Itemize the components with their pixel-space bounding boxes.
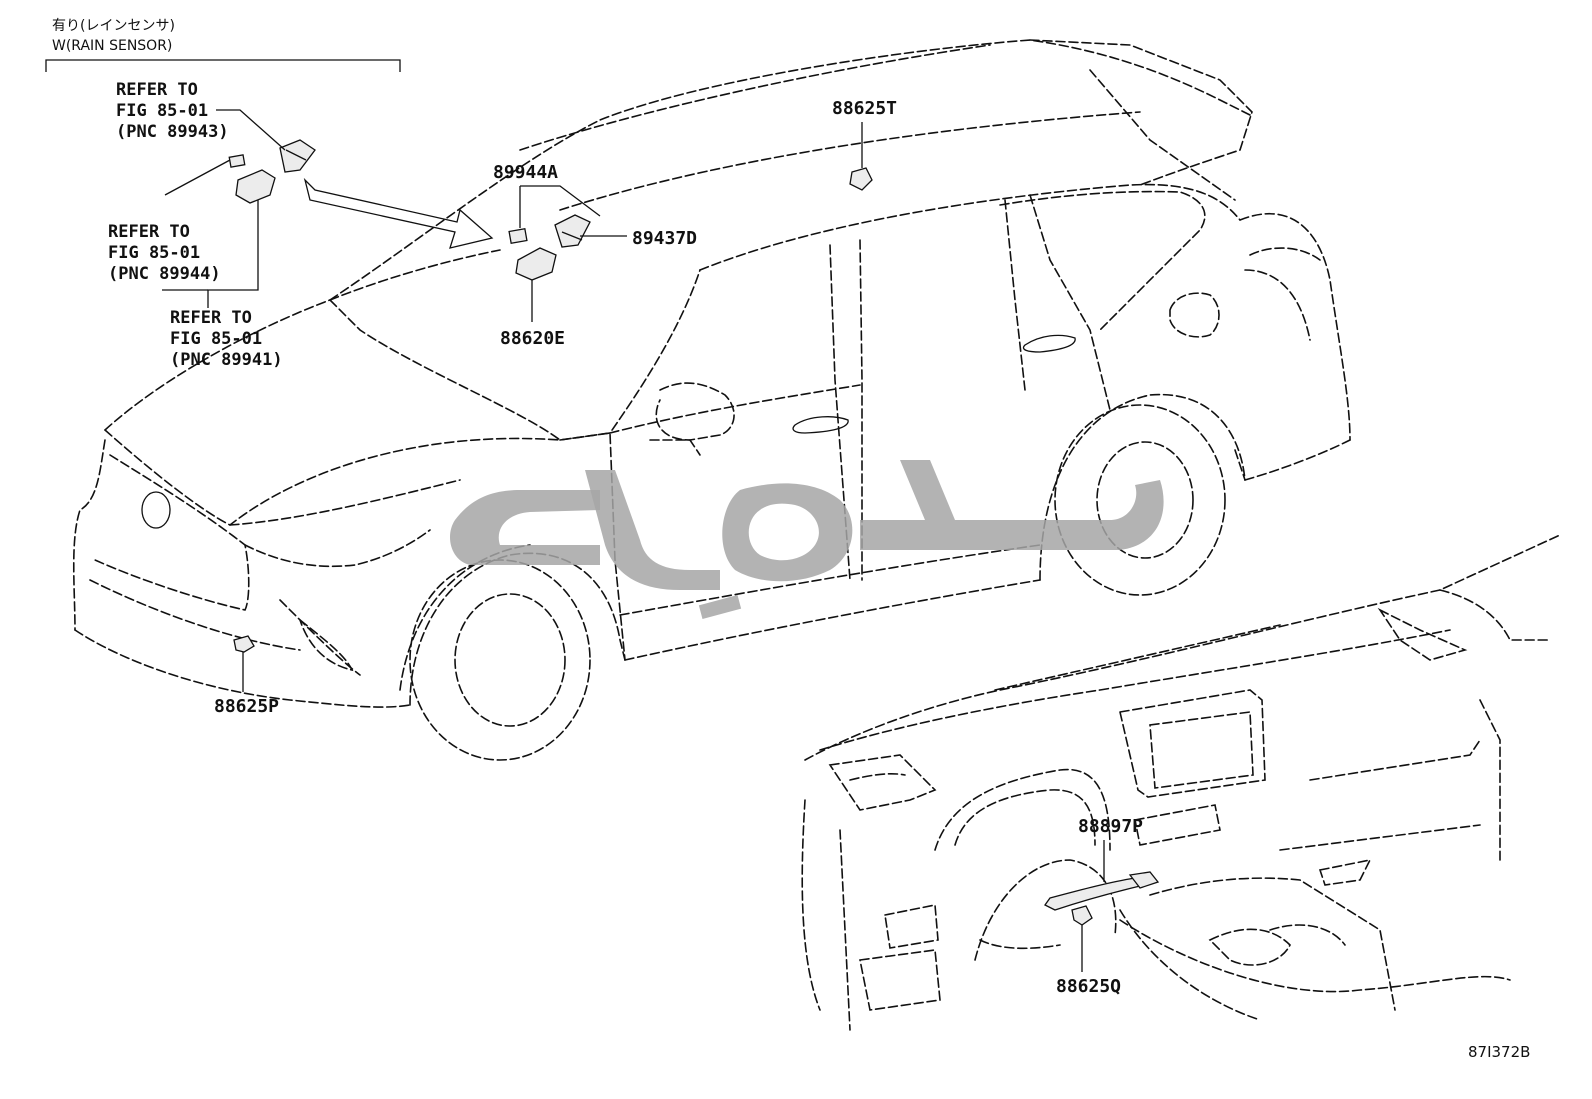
part-shapes [228,139,1160,926]
refer-line: FIG 85-01 [170,329,263,349]
part-label-89437D[interactable]: 89437D [632,228,698,249]
header-japanese: 有り(レインセンサ) [52,18,175,34]
refer-label-89941[interactable]: REFER TO FIG 85-01 (PNC 89941) [170,308,283,371]
refer-line: FIG 85-01 [108,243,201,263]
part-88625T-shape [849,167,873,191]
direction-arrow [303,177,494,249]
part-88897P-shape [1044,877,1142,911]
refer-label-89943[interactable]: REFER TO FIG 85-01 (PNC 89943) [116,80,229,143]
header-english: W(RAIN SENSOR) [52,38,173,54]
part-label-88625T[interactable]: 88625T [832,98,898,119]
vehicle-outline [72,39,1351,761]
refer-line: REFER TO [108,222,190,242]
part-label-88620E[interactable]: 88620E [500,328,566,349]
refer-line: FIG 85-01 [116,101,209,121]
watermark-logo [450,460,1164,619]
part-88625P-shape [233,635,255,653]
part-89944A-shape [508,227,528,245]
refer-pnc: (PNC 89941) [170,350,283,370]
part-89437D-shape [554,214,591,248]
part-label-89944A[interactable]: 89944A [493,162,559,183]
header-bracket [45,59,401,72]
part-89944-shape [228,154,246,168]
leader-lines [162,109,1105,972]
part-label-88625P[interactable]: 88625P [214,696,280,717]
refer-line: REFER TO [116,80,198,100]
part-label-88625Q[interactable]: 88625Q [1056,976,1122,997]
refer-label-89944[interactable]: REFER TO FIG 85-01 (PNC 89944) [108,222,221,285]
figure-id: 87I372B [1468,1043,1531,1061]
refer-pnc: (PNC 89944) [108,264,221,284]
part-88625Q-shape [1071,905,1093,926]
refer-line: REFER TO [170,308,252,328]
part-89941-shape [235,169,276,204]
part-label-88897P[interactable]: 88897P [1078,816,1144,837]
part-88620E-shape [515,247,557,281]
dashboard-view [801,534,1561,1031]
refer-pnc: (PNC 89943) [116,122,229,142]
